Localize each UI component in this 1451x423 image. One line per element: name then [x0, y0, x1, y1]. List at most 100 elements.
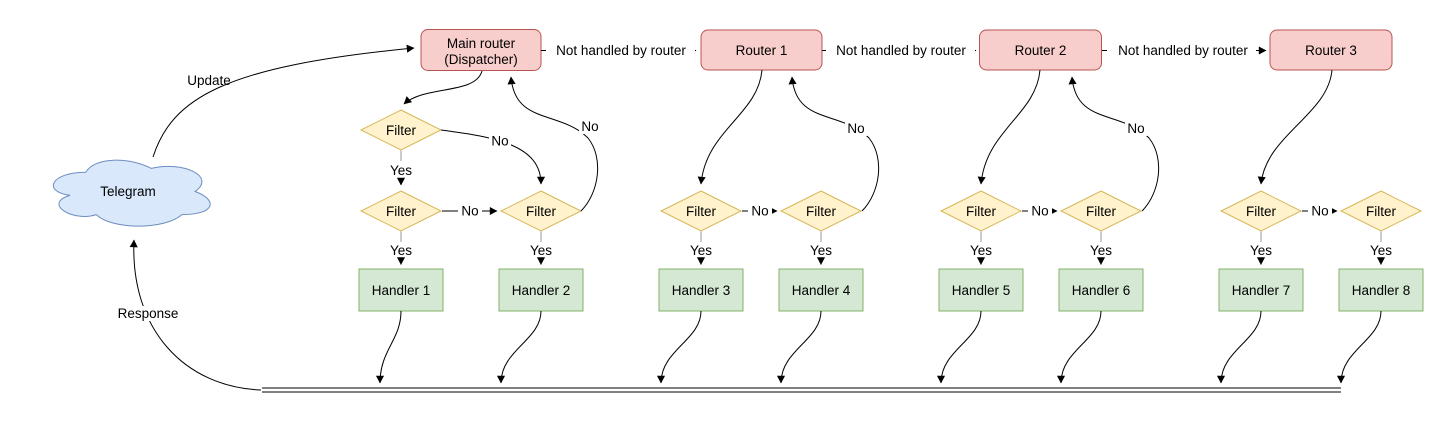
main-loop-no-bg: [579, 120, 601, 134]
handler-6-label: Handler 6: [1072, 283, 1131, 298]
not-handled-3-bg: [1107, 43, 1256, 59]
r1-loop-no-bg: [845, 122, 867, 136]
main-top-no-bg: [489, 134, 511, 148]
edge-handler-6-bus: [1056, 310, 1102, 384]
edge-handler-4-bus: [776, 310, 822, 384]
not-handled-label-2: Not handled by router: [836, 43, 966, 58]
r1-loop-no-label: No: [847, 121, 864, 136]
handler-2-node: [498, 268, 584, 312]
not-handled-2-bg: [826, 43, 975, 59]
r2-loop-no-bg: [1125, 122, 1147, 136]
update-label: Update: [187, 73, 231, 88]
edge-handler-2-bus: [496, 310, 542, 384]
telegram-cloud: [52, 159, 211, 227]
edge-handler-8-bus: [1336, 310, 1382, 384]
router-1-label: Router 1: [736, 43, 788, 58]
filter-r3-right-label: Filter: [1366, 204, 1397, 219]
handler-2-label: Handler 2: [512, 283, 571, 298]
filter-main-top-label: Filter: [386, 123, 417, 138]
filter-r1-left-label: Filter: [686, 204, 717, 219]
filter-main-top: [359, 109, 443, 151]
filter-r3-left-label: Filter: [1246, 204, 1277, 219]
handler-7-node: [1218, 268, 1304, 312]
not-handled-label-3: Not handled by router: [1118, 43, 1248, 58]
main-top-yes-label: Yes: [390, 163, 412, 178]
filter-r2-right-label: Filter: [1086, 204, 1117, 219]
yes-label-6: Yes: [1090, 243, 1112, 258]
handler-4-label: Handler 4: [792, 283, 851, 298]
edge-router2-to-filter: [977, 69, 1041, 185]
r2-filters-no-bg: [1028, 203, 1052, 219]
handler-7-label: Handler 7: [1232, 283, 1291, 298]
router-2-label: Router 2: [1015, 43, 1067, 58]
main-router-label-line2: (Dispatcher): [444, 52, 518, 67]
filter-main-left: [359, 190, 443, 232]
telegram-cloud-group: Telegram: [52, 159, 211, 227]
yes-label-1: Yes: [390, 243, 412, 258]
filter-r3-left: [1219, 190, 1303, 232]
handler-5-label: Handler 5: [952, 283, 1011, 298]
edge-handler-3-bus: [656, 310, 702, 384]
yes-label-8: Yes: [1370, 243, 1392, 258]
r3-filters-no-bg: [1308, 203, 1332, 219]
router-3-node: [1269, 29, 1393, 71]
filter-r2-right: [1059, 190, 1143, 232]
r2-filters-no-label: No: [1031, 204, 1048, 219]
edge-main-top-filter-no: [440, 129, 546, 185]
router-3-label: Router 3: [1305, 43, 1357, 58]
handler-5-node: [938, 268, 1024, 312]
yes-label-2: Yes: [530, 243, 552, 258]
handlers: Handler 1 Handler 2 Handler 3 Handler 4 …: [358, 268, 1424, 312]
main-filters-no-label: No: [461, 204, 478, 219]
filter-r2-left-label: Filter: [966, 204, 997, 219]
response-label: Response: [118, 306, 179, 321]
filter-main-right-label: Filter: [526, 204, 557, 219]
edge-main-loop-no: [507, 76, 599, 212]
filter-main-left-label: Filter: [386, 204, 417, 219]
main-top-no-label: No: [491, 134, 508, 149]
filter-main-right: [499, 190, 583, 232]
yes-label-3: Yes: [690, 243, 712, 258]
main-filters-no-bg: [458, 203, 482, 219]
not-handled-1-bg: [546, 43, 695, 59]
yes-edges: Yes Yes Yes Yes Yes Yes Yes Yes: [390, 150, 1392, 265]
handler-bus-edges: [375, 310, 1382, 384]
r3-filters-no-label: No: [1311, 204, 1328, 219]
response-bus: [262, 387, 1341, 393]
filter-r1-right-label: Filter: [806, 204, 837, 219]
edge-update: [152, 44, 415, 158]
filter-r2-left: [939, 190, 1023, 232]
telegram-cloud-label: Telegram: [100, 184, 156, 199]
not-handled-label-1: Not handled by router: [556, 43, 686, 58]
handler-6-node: [1058, 268, 1144, 312]
main-router-label-line1: Main router: [447, 36, 516, 51]
response-label-bg: [113, 306, 183, 321]
edge-r1-loop-no: [788, 76, 880, 212]
main-loop-no-label: No: [581, 119, 598, 134]
edge-main-to-top-filter: [403, 70, 483, 105]
edge-handler-7-bus: [1216, 310, 1262, 384]
edge-response: [129, 239, 262, 391]
filter-r1-right: [779, 190, 863, 232]
handler-3-label: Handler 3: [672, 283, 731, 298]
handler-8-node: [1338, 268, 1424, 312]
edge-router1-to-filter: [697, 69, 763, 185]
handler-1-label: Handler 1: [372, 283, 431, 298]
router-2-node: [979, 29, 1102, 71]
r1-filters-no-label: No: [751, 204, 768, 219]
yes-label-5: Yes: [970, 243, 992, 258]
edge-r2-loop-no: [1068, 76, 1160, 212]
filter-r1-left: [659, 190, 743, 232]
filter-r3-right: [1339, 190, 1423, 232]
r2-loop-no-label: No: [1127, 121, 1144, 136]
r1-filters-no-bg: [748, 203, 772, 219]
edge-handler-5-bus: [936, 310, 982, 384]
handler-3-node: [658, 268, 744, 312]
yes-label-4: Yes: [810, 243, 832, 258]
edge-handler-1-bus: [375, 310, 402, 384]
handler-1-node: [358, 268, 444, 312]
handler-8-label: Handler 8: [1352, 283, 1411, 298]
edge-router3-to-filter: [1257, 69, 1333, 185]
handler-4-node: [778, 268, 864, 312]
